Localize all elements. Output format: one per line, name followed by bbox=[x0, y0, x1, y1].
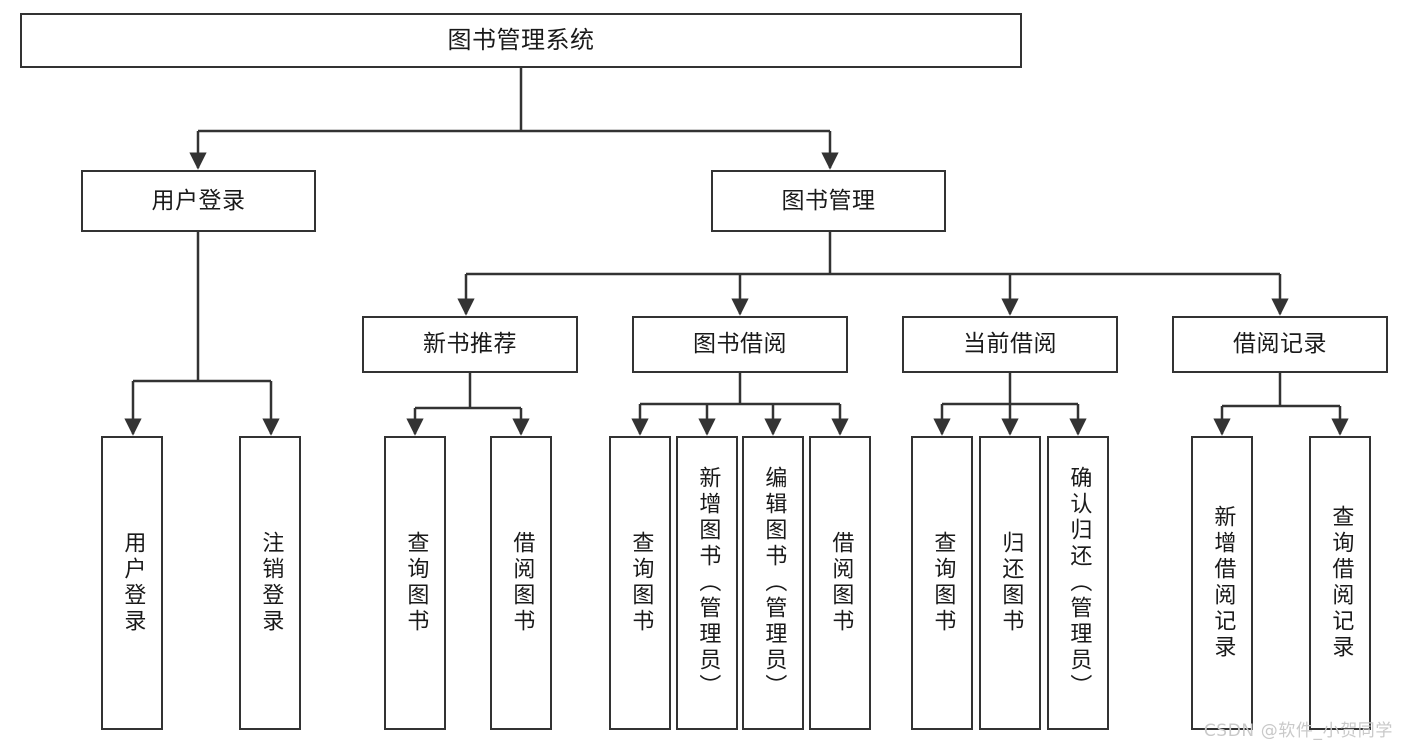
node-book-management[interactable]: 图书管理 bbox=[711, 170, 946, 232]
node-label: 查询图书 bbox=[628, 531, 654, 635]
node-label: 新书推荐 bbox=[423, 331, 517, 358]
node-label: 图书管理 bbox=[781, 187, 876, 214]
node-label: 借阅图书 bbox=[509, 531, 535, 635]
node-new-book-recommend[interactable]: 新书推荐 bbox=[362, 316, 578, 373]
node-label: 当前借阅 bbox=[963, 331, 1057, 358]
node-label: 确认归还（管理员） bbox=[1066, 466, 1092, 700]
node-label: 新增借阅记录 bbox=[1210, 505, 1236, 661]
node-book-borrow[interactable]: 图书借阅 bbox=[632, 316, 848, 373]
node-label: 注销登录 bbox=[258, 531, 284, 635]
node-label: 图书管理系统 bbox=[447, 25, 595, 54]
node-leaf-user-login[interactable]: 用户登录 bbox=[101, 436, 163, 730]
node-leaf-borrow-book-recommend[interactable]: 借阅图书 bbox=[490, 436, 552, 730]
node-root-book-management-system[interactable]: 图书管理系统 bbox=[20, 13, 1022, 68]
node-leaf-query-book-borrow[interactable]: 查询图书 bbox=[609, 436, 671, 730]
node-label: 查询图书 bbox=[403, 531, 429, 635]
node-label: 图书借阅 bbox=[693, 331, 787, 358]
node-user-login[interactable]: 用户登录 bbox=[81, 170, 316, 232]
node-current-borrow[interactable]: 当前借阅 bbox=[902, 316, 1118, 373]
node-leaf-add-book[interactable]: 新增图书（管理员） bbox=[676, 436, 738, 730]
node-leaf-return-book[interactable]: 归还图书 bbox=[979, 436, 1041, 730]
node-leaf-query-borrow-record[interactable]: 查询借阅记录 bbox=[1309, 436, 1371, 730]
node-leaf-edit-book[interactable]: 编辑图书（管理员） bbox=[742, 436, 804, 730]
node-label: 新增图书（管理员） bbox=[695, 466, 721, 700]
node-label: 用户登录 bbox=[120, 531, 146, 635]
node-label: 查询借阅记录 bbox=[1328, 505, 1354, 661]
node-leaf-logout-login[interactable]: 注销登录 bbox=[239, 436, 301, 730]
node-label: 查询图书 bbox=[930, 531, 956, 635]
node-label: 用户登录 bbox=[151, 187, 246, 214]
node-leaf-add-borrow-record[interactable]: 新增借阅记录 bbox=[1191, 436, 1253, 730]
node-label: 归还图书 bbox=[998, 531, 1024, 635]
node-leaf-borrow-book[interactable]: 借阅图书 bbox=[809, 436, 871, 730]
node-label: 借阅图书 bbox=[828, 531, 854, 635]
node-label: 编辑图书（管理员） bbox=[761, 466, 787, 700]
node-leaf-query-book-recommend[interactable]: 查询图书 bbox=[384, 436, 446, 730]
node-label: 借阅记录 bbox=[1233, 331, 1327, 358]
node-leaf-confirm-return[interactable]: 确认归还（管理员） bbox=[1047, 436, 1109, 730]
node-leaf-query-book-current[interactable]: 查询图书 bbox=[911, 436, 973, 730]
node-borrow-record[interactable]: 借阅记录 bbox=[1172, 316, 1388, 373]
